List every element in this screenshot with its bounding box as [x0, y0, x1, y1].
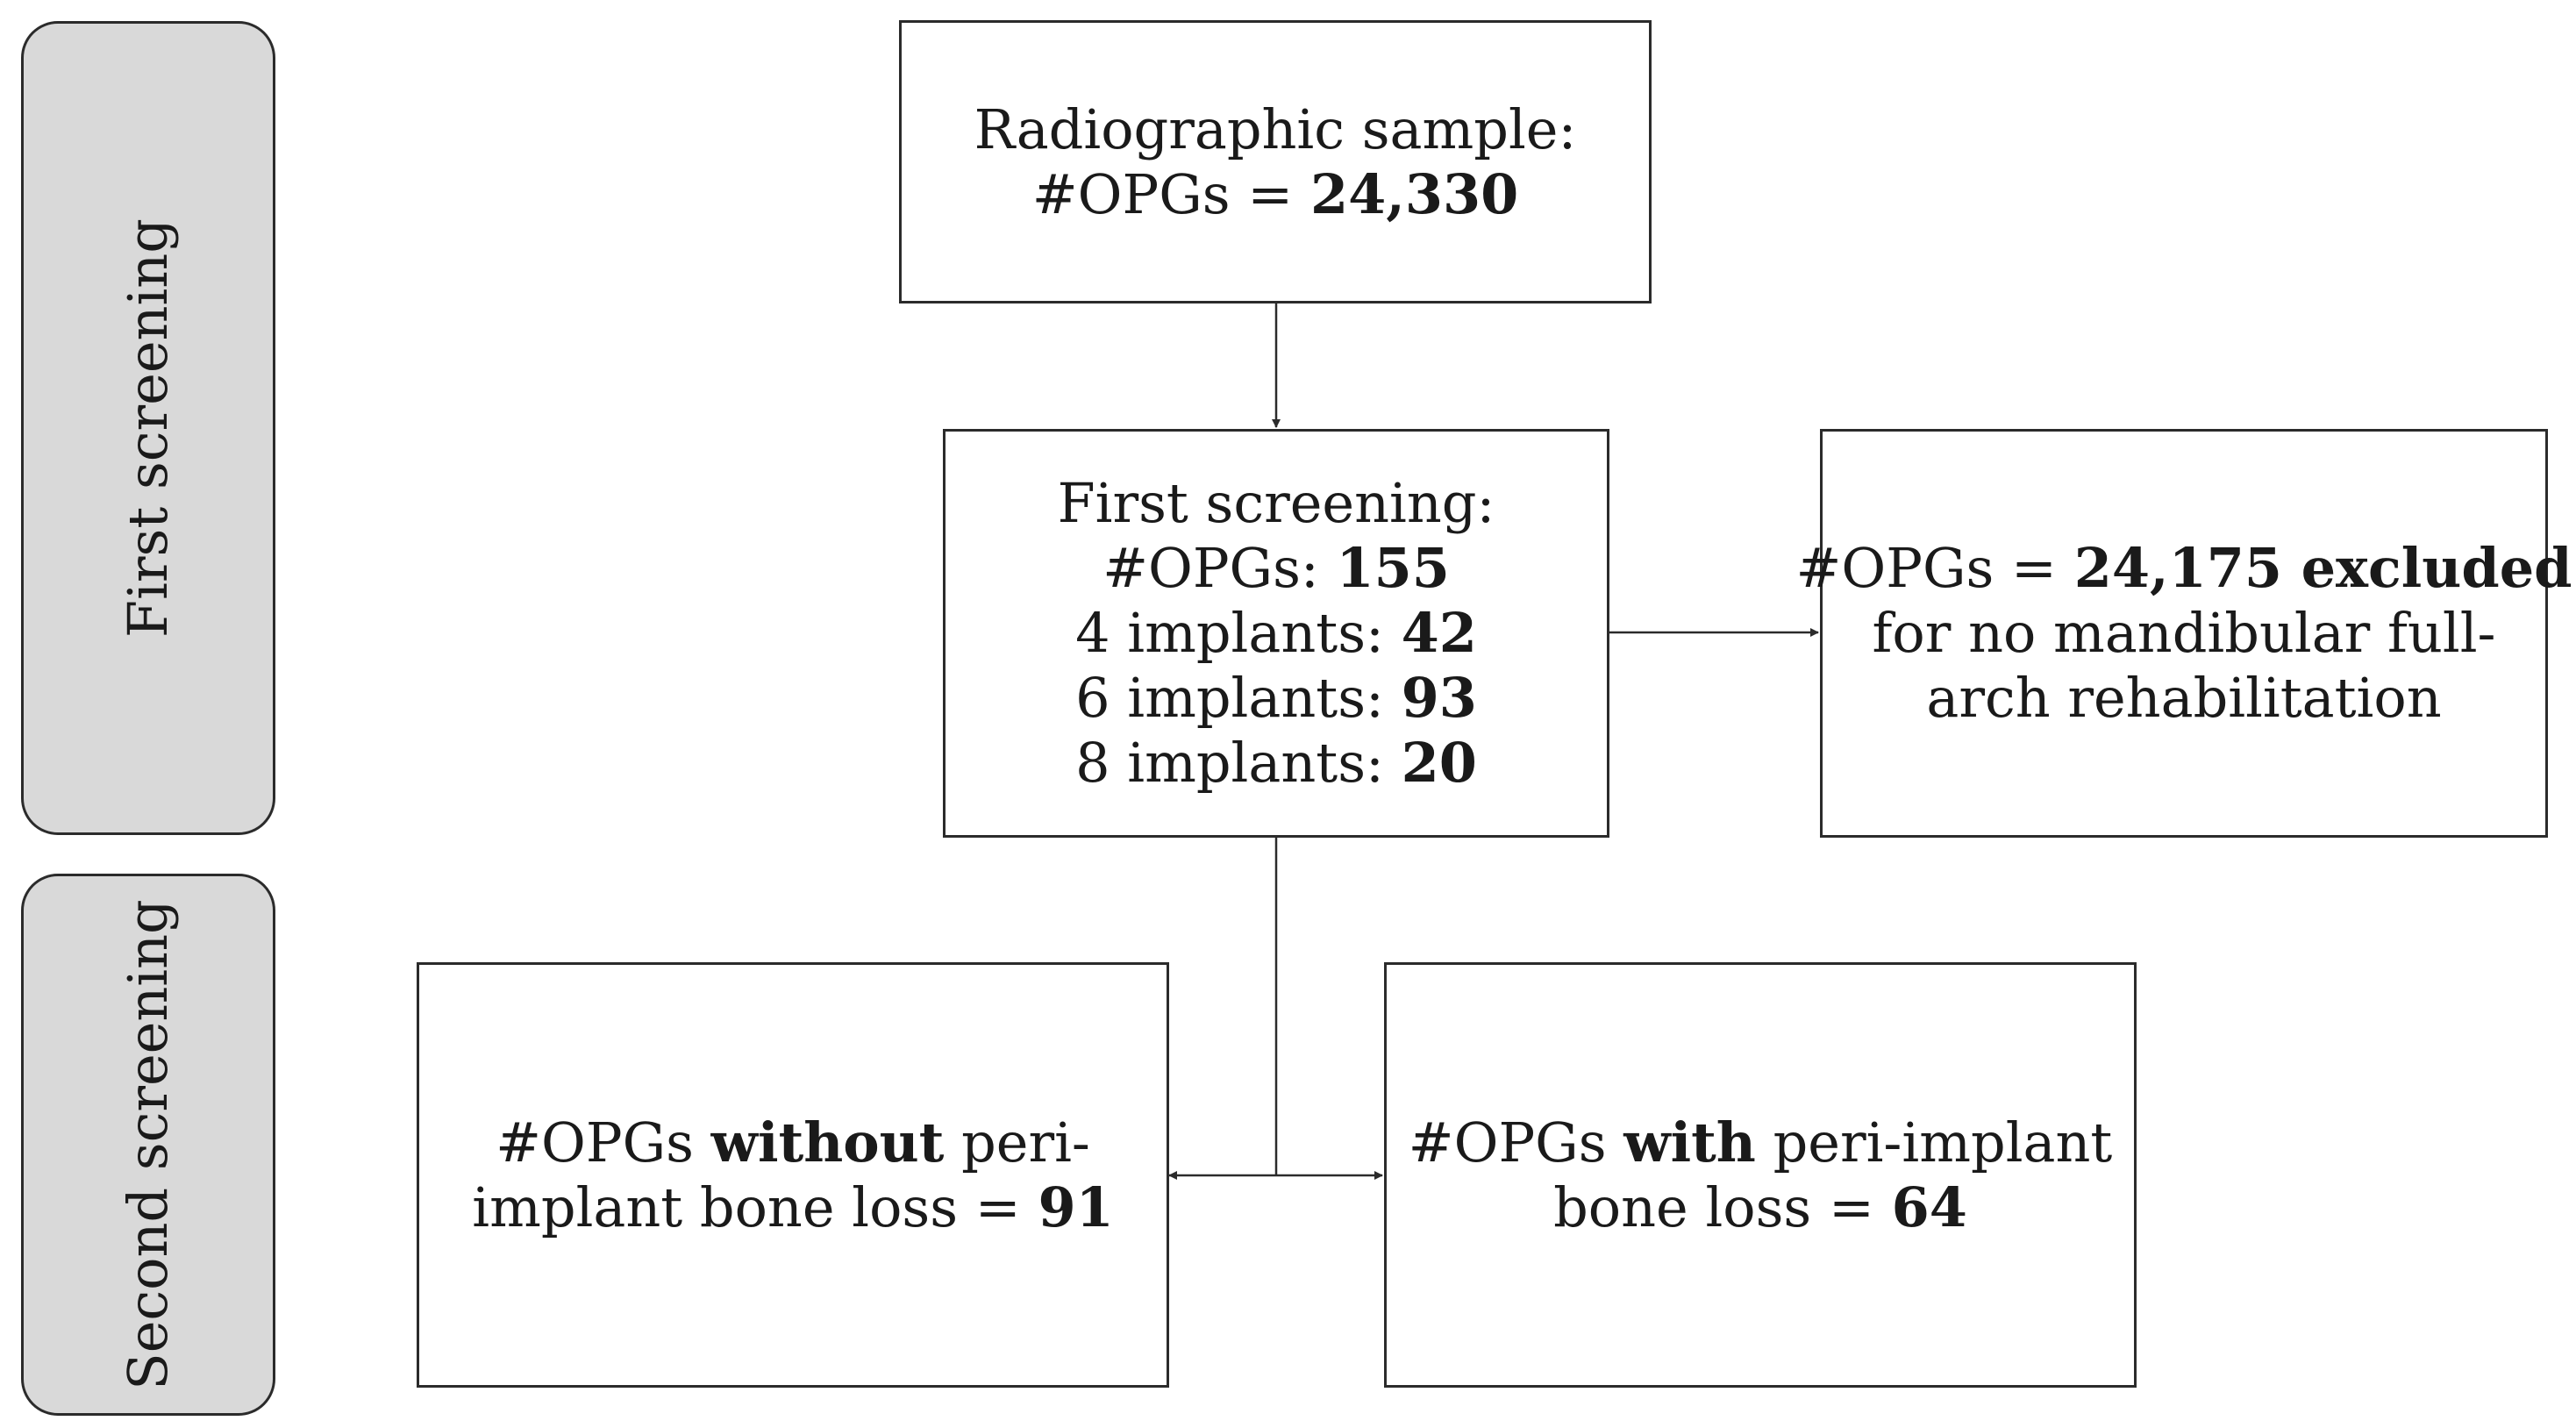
first-screening-8-implants: 8 implants: 20: [1075, 731, 1477, 795]
excluded-reason-line2: arch rehabilitation: [1926, 666, 2442, 730]
excluded-count-line: #OPGs = 24,175 excluded: [1795, 536, 2572, 600]
first-screening-opgs: #OPGs: 155: [1102, 536, 1450, 600]
phase-first-screening: First screening: [21, 21, 275, 835]
phase-second-screening: Second screening: [21, 874, 275, 1416]
without-bone-loss-box: #OPGs without peri- implant bone loss = …: [417, 962, 1169, 1388]
first-screening-title: First screening:: [1057, 471, 1495, 535]
with-line1: #OPGs with peri-implant: [1408, 1110, 2113, 1175]
excluded-box: #OPGs = 24,175 excluded for no mandibula…: [1795, 429, 2572, 838]
sample-count: 24,330: [1309, 161, 1519, 226]
excluded-reason-line1: for no mandibular full-: [1872, 601, 2496, 665]
phase-first-screening-label: First screening: [116, 218, 180, 638]
first-screening-4-implants: 4 implants: 42: [1075, 601, 1477, 665]
first-screening-6-implants: 6 implants: 93: [1075, 666, 1477, 730]
without-line2: implant bone loss = 91: [472, 1175, 1114, 1239]
sample-count-line: #OPGs = 24,330: [1031, 161, 1519, 226]
sample-box: Radiographic sample: #OPGs = 24,330: [899, 20, 1652, 303]
with-line2: bone loss = 64: [1553, 1175, 1967, 1239]
sample-title: Radiographic sample:: [974, 96, 1577, 161]
without-line1: #OPGs without peri-: [496, 1110, 1090, 1175]
first-screening-box: First screening: #OPGs: 155 4 implants: …: [943, 429, 1609, 838]
with-bone-loss-box: #OPGs with peri-implant bone loss = 64: [1384, 962, 2137, 1388]
phase-second-screening-label: Second screening: [116, 899, 180, 1390]
